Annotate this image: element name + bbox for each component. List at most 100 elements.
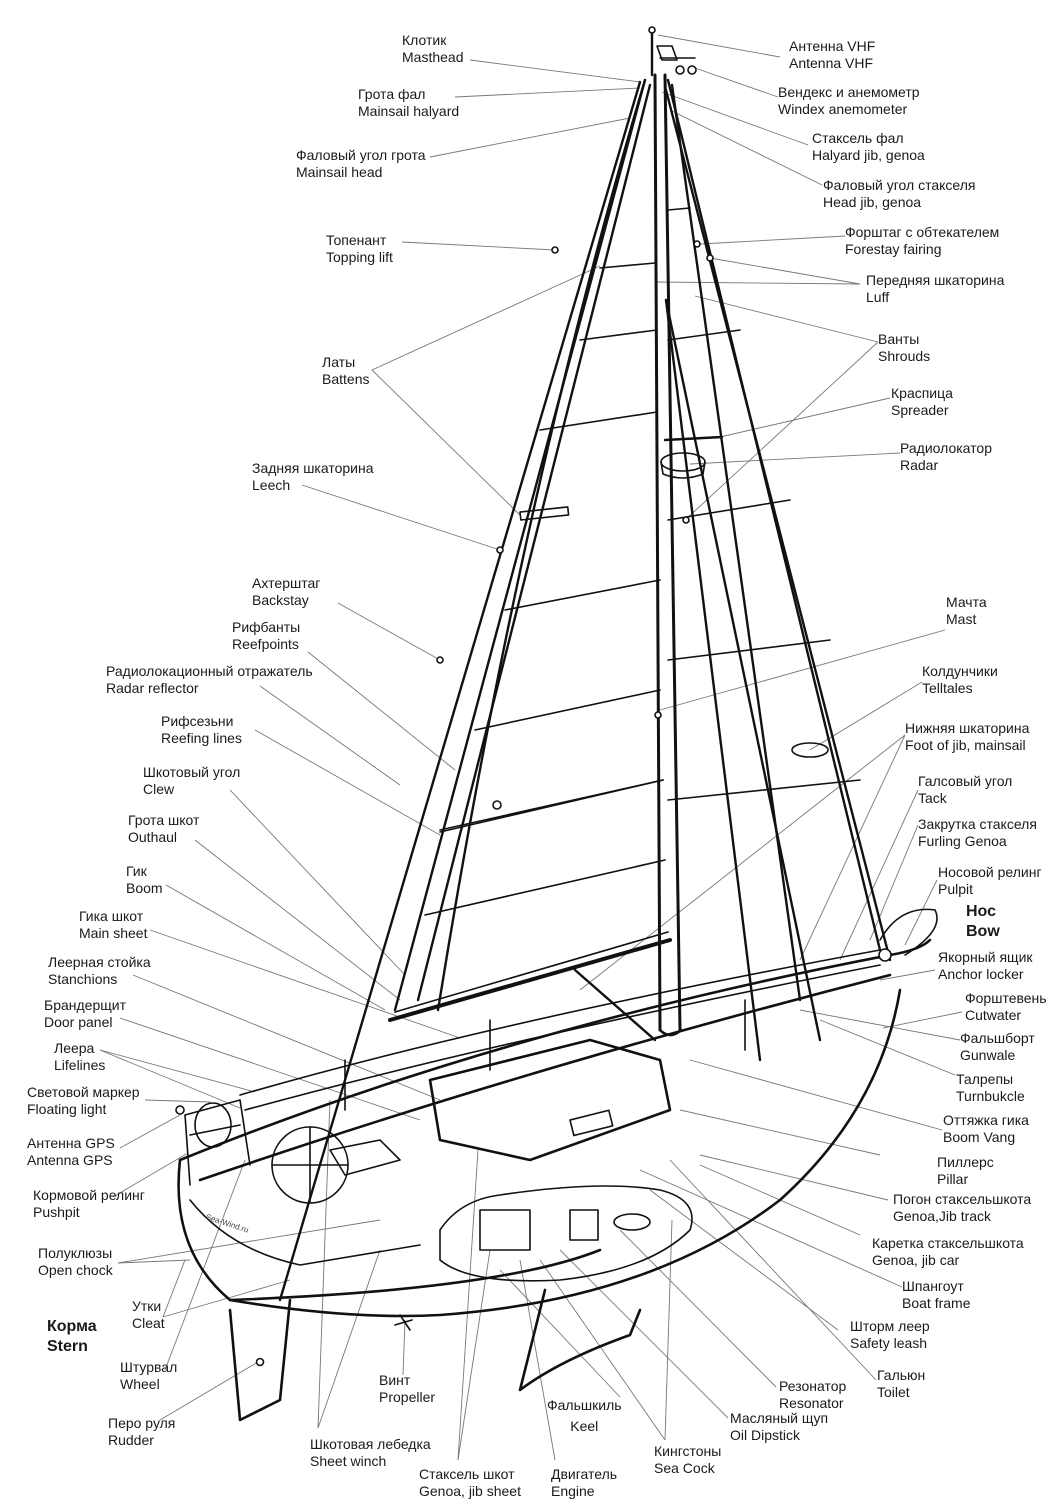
label-ru: Латы [322, 354, 356, 370]
label-en: Topping lift [326, 249, 393, 265]
label-en: Turnbukcle [956, 1088, 1025, 1104]
label-ru: Рифсезьни [161, 713, 234, 729]
label-ru: Шпангоут [902, 1278, 964, 1294]
label-ru: Закрутка стакселя [918, 816, 1037, 832]
label-ru: Антенна VHF [789, 38, 876, 54]
label-ru: Резонатор [779, 1378, 847, 1394]
label-en: Pulpit [938, 881, 974, 897]
label-ru: Винт [379, 1372, 411, 1388]
label-en: Safety leash [850, 1335, 928, 1351]
label-ru: Радиолокационный отражатель [106, 663, 313, 679]
label-ru: Вендекс и анемометр [778, 84, 920, 100]
label-ru: Погон стаксельшкота [893, 1191, 1032, 1207]
label-ru: Гика шкот [79, 908, 144, 924]
label-ru: Радиолокатор [900, 440, 992, 456]
label-ru: Якорный ящик [938, 949, 1033, 965]
label-en: Mainsail head [296, 164, 383, 180]
label-en: Antenna GPS [27, 1152, 113, 1168]
label-en: Shrouds [878, 348, 931, 364]
stern-ru: Корма [47, 1318, 97, 1335]
label-en: Propeller [379, 1389, 436, 1405]
label-ru: Перо руля [108, 1415, 176, 1431]
label-en: Backstay [252, 592, 309, 608]
label-en: Head jib, genoa [823, 194, 922, 210]
label-en: Anchor locker [938, 966, 1024, 982]
label-en: Boom [126, 880, 163, 896]
label-en: Halyard jib, genoa [812, 147, 925, 163]
label-en: Forestay fairing [845, 241, 942, 257]
label-en: Tack [918, 790, 947, 806]
hull [175, 240, 938, 1422]
label-ru: Клотик [402, 32, 447, 48]
label-en: Furling Genoa [918, 833, 1007, 849]
label-en: Mast [946, 611, 977, 627]
label-ru: Передняя шкаторина [866, 272, 1005, 288]
label-en: Oil Dipstick [730, 1427, 801, 1443]
label-ru: Форштаг с обтекателем [845, 224, 1000, 240]
label-ru: Мачта [946, 594, 987, 610]
label-ru: Гальюн [877, 1367, 926, 1383]
label-ru: Шторм леер [850, 1318, 930, 1334]
label-ru: Пиллерс [937, 1154, 994, 1170]
label-en: Masthead [402, 49, 464, 65]
label-en: Main sheet [79, 925, 148, 941]
stern-en: Stern [47, 1338, 88, 1355]
label-ru: Антенна GPS [27, 1135, 115, 1151]
label-ru: Топенант [326, 232, 387, 248]
label-en: Wheel [120, 1376, 160, 1392]
label-en: Leech [252, 477, 291, 493]
label-en: Rudder [108, 1432, 154, 1448]
label-en: Resonator [779, 1395, 844, 1411]
label-en: Clew [143, 781, 175, 797]
label-ru: Фаловый угол стакселя [823, 177, 976, 193]
label-en: Antenna VHF [789, 55, 874, 71]
label-ru: Кормовой релинг [33, 1187, 145, 1203]
label-ru: Фаловый угол грота [296, 147, 426, 163]
label-en: Radar reflector [106, 680, 199, 696]
label-en: Mainsail halyard [358, 103, 460, 119]
label-en: Floating light [27, 1101, 107, 1117]
label-ru: Шкотовый угол [143, 764, 241, 780]
bow-en: Bow [966, 923, 1000, 940]
label-en: Radar [900, 457, 939, 473]
bow-ru: Нос [966, 903, 997, 920]
label-ru: Шкотовая лебедка [310, 1436, 431, 1452]
label-ru: Масляный щуп [730, 1410, 829, 1426]
label-ru: Кингстоны [654, 1443, 722, 1459]
label-ru: Леера [54, 1040, 95, 1056]
